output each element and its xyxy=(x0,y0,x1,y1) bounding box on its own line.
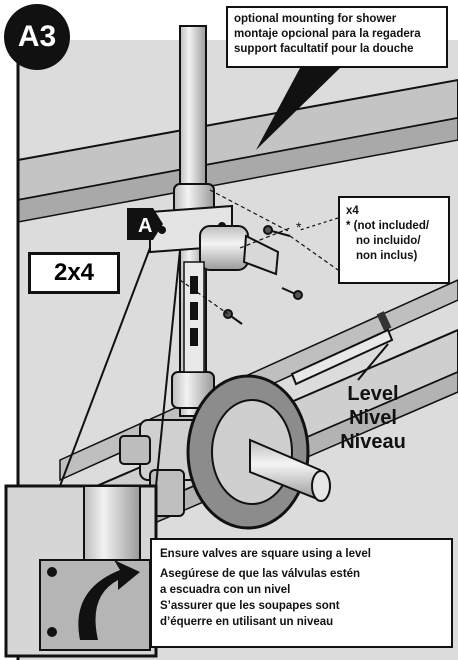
instruction-es-2: a escuadra con un nivel xyxy=(160,584,291,596)
instructions-callout: Ensure valves are square using a level A… xyxy=(150,538,453,648)
level-es: Nivel xyxy=(349,407,397,429)
screws-line-es: no incluido/ xyxy=(356,235,421,247)
screws-count: x4 xyxy=(346,205,359,217)
screws-line-en: * (not included/ xyxy=(346,220,430,232)
screws-line-fr: non inclus) xyxy=(356,250,418,262)
instruction-fr-2: d’équerre en utilisant un niveau xyxy=(160,616,334,628)
level-fr: Niveau xyxy=(340,431,406,453)
screw xyxy=(281,287,303,300)
step-badge: A3 xyxy=(4,4,70,70)
asterisk-marker: * xyxy=(296,220,302,234)
rotation-arrow-icon xyxy=(78,560,140,640)
instruction-fr-1: S’assurer que les soupapes sont xyxy=(160,600,340,612)
level-label: Level Nivel Niveau xyxy=(328,382,418,454)
lumber-size-label: 2x4 xyxy=(28,252,120,294)
mounting-line-fr: support facultatif pour la douche xyxy=(234,43,414,55)
level-en: Level xyxy=(347,383,399,405)
instruction-en: Ensure valves are square using a level xyxy=(160,548,371,560)
mounting-line-en: optional mounting for shower xyxy=(234,13,397,25)
screw xyxy=(263,225,291,237)
marker-a-tag: A xyxy=(127,208,163,240)
instruction-es-1: Asegúrese de que las válvulas estén xyxy=(160,568,361,580)
mounting-line-es: montaje opcional para la regadera xyxy=(234,28,421,40)
mounting-callout: optional mounting for shower montaje opc… xyxy=(226,6,448,68)
spirit-level xyxy=(290,328,394,386)
asterisk-text: * xyxy=(296,220,302,234)
marker-a-label: A xyxy=(138,215,152,237)
screws-callout: x4 * (not included/ no incluido/ non inc… xyxy=(338,196,450,284)
